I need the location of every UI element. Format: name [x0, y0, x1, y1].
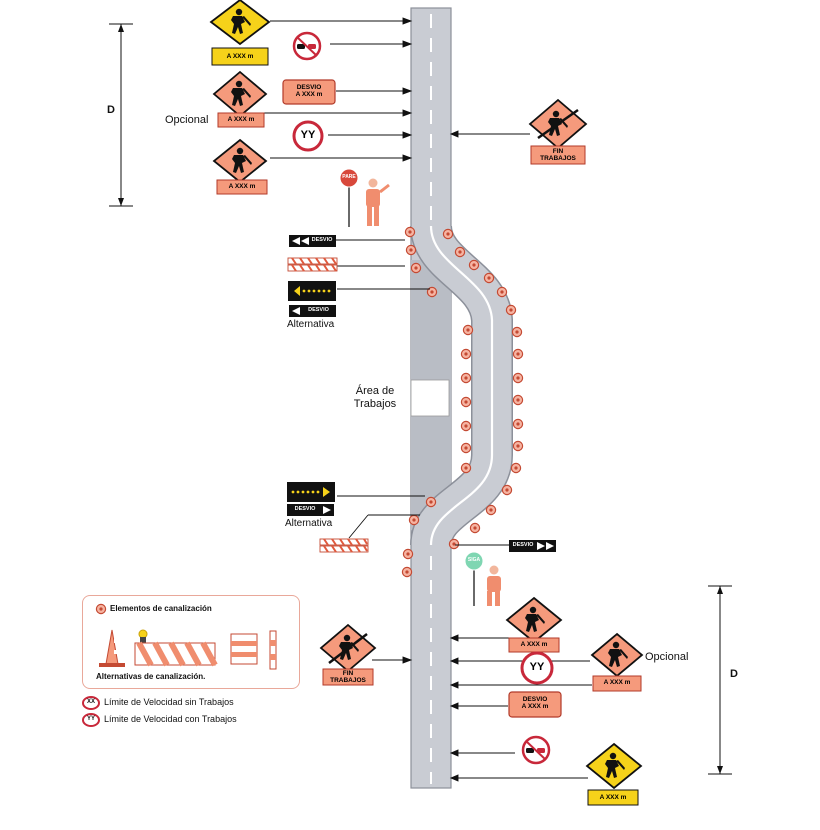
- barrier-left-2: [319, 538, 369, 553]
- speed-limit-yy-sign-top: [292, 120, 324, 152]
- end-works-plate-left: FIN TRABAJOS: [323, 670, 373, 684]
- end-works-plate-left-line2: TRABAJOS: [330, 677, 366, 685]
- flagger-siga: [464, 551, 501, 606]
- detour-distance-plate-top-line1: DESVIO: [296, 84, 322, 91]
- desvio-arrow-sign-left-2: [289, 305, 336, 317]
- end-works-plate-left-line1: FIN: [342, 670, 354, 677]
- legend-xx-symbol: XX: [86, 699, 95, 705]
- distance-plate-1: A XXX m: [226, 53, 254, 60]
- distance-marker-right: [708, 585, 732, 775]
- distance-marker-left: [109, 23, 133, 207]
- speed-limit-yy-text-top: YY: [300, 129, 316, 141]
- distance-plate-6: A XXX m: [599, 794, 627, 801]
- alternative-label-1: Alternativa: [287, 319, 335, 330]
- end-works-plate-right: FIN TRABAJOS: [531, 148, 585, 162]
- end-works-plate-right-line2: TRABAJOS: [540, 155, 576, 163]
- legend-alternatives: Alternativas de canalización.: [96, 672, 206, 681]
- detour-distance-plate-bottom: DESVIO A XXX m: [509, 696, 561, 710]
- detour-distance-plate-bottom-line2: A XXX m: [521, 703, 549, 711]
- legend: [82, 595, 300, 689]
- end-of-works-sign-left: [319, 623, 377, 686]
- end-works-plate-right-line1: FIN: [552, 148, 564, 155]
- detour-distance-plate-top-line2: A XXX m: [295, 91, 323, 99]
- legend-yy-symbol: YY: [86, 716, 95, 722]
- speed-limit-yy-sign-bottom: [520, 651, 554, 685]
- arrow-board-left-2: [287, 482, 335, 502]
- detour-arrow-label-4: DESVIO: [512, 542, 534, 548]
- distance-plate-5: A XXX m: [603, 679, 631, 686]
- legend-graphics: [82, 603, 277, 727]
- distance-plate-3: A XXX m: [228, 183, 256, 190]
- no-passing-sign-bottom: [521, 735, 551, 765]
- speed-limit-yy-text-bottom: YY: [529, 661, 545, 673]
- flagger-pare: [339, 168, 390, 227]
- go-paddle-text: SIGA: [467, 557, 481, 563]
- stop-paddle-text: PARE: [342, 174, 356, 180]
- work-area: [410, 379, 450, 417]
- leader-lines: [264, 17, 592, 782]
- barrier-left-1: [287, 257, 338, 272]
- distance-plate-2: A XXX m: [227, 116, 255, 123]
- alternative-label-2: Alternativa: [285, 518, 333, 529]
- desvio-arrow-sign-left-3: [287, 504, 334, 516]
- end-of-works-sign-right: [528, 98, 588, 165]
- men-at-work-orange-sign-2: [212, 138, 268, 195]
- men-at-work-orange-sign-optional-right: [590, 632, 644, 692]
- work-area-label-line2: Trabajos: [353, 398, 397, 410]
- work-area-label: Área de Trabajos: [343, 385, 407, 411]
- men-at-work-yellow-sign-bottom: [585, 742, 643, 806]
- men-at-work-yellow-sign-top: [209, 0, 271, 66]
- no-passing-sign-top: [292, 31, 322, 61]
- desvio-arrow-sign-left-1: [289, 235, 336, 247]
- distance-label-right: D: [730, 668, 738, 680]
- work-area-label-line1: Área de: [355, 385, 395, 397]
- legend-title: Elementos de canalización: [110, 604, 212, 613]
- optional-label-left: Opcional: [165, 114, 209, 126]
- optional-label-right: Opcional: [645, 651, 689, 663]
- detour-arrow-label-3: DESVIO: [294, 506, 316, 512]
- diversion-road: [410, 223, 513, 548]
- arrow-board-left-1: [288, 281, 336, 301]
- road: [410, 7, 452, 789]
- detour-arrow-label-2: DESVIO: [308, 307, 329, 313]
- desvio-arrow-sign-right: [509, 540, 556, 552]
- legend-xx-text: Límite de Velocidad sin Trabajos: [104, 697, 234, 707]
- detour-distance-plate-bottom-line1: DESVIO: [522, 696, 548, 703]
- men-at-work-orange-sign-optional: [212, 70, 268, 128]
- distance-label-left: D: [107, 104, 115, 116]
- detour-arrow-label-1: DESVIO: [311, 237, 333, 243]
- detour-distance-plate-top: DESVIO A XXX m: [283, 84, 335, 98]
- distance-plate-4: A XXX m: [520, 641, 548, 648]
- men-at-work-orange-sign-right-1: [505, 596, 563, 653]
- legend-yy-text: Límite de Velocidad con Trabajos: [104, 714, 237, 724]
